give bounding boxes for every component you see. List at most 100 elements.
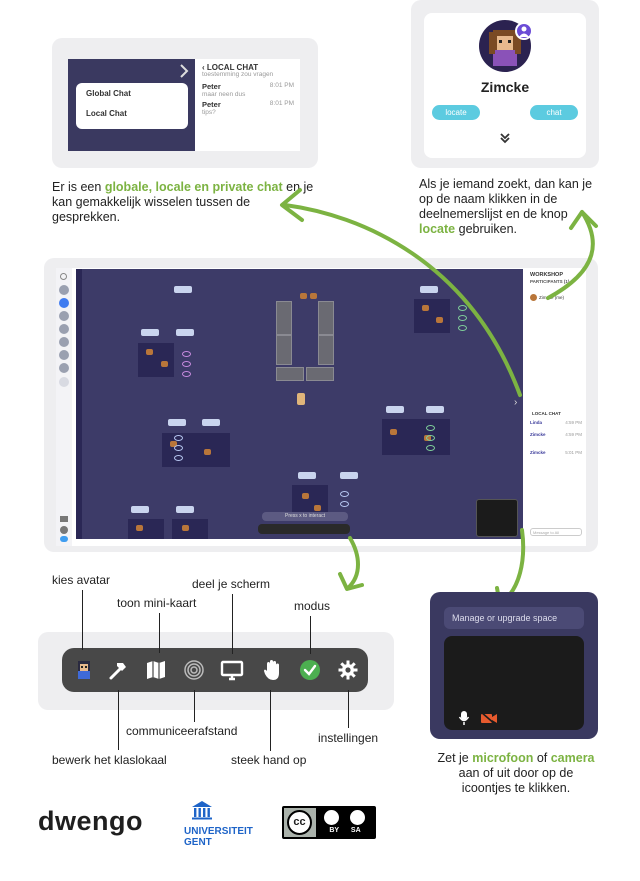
chat-message: Peter 8:01 PM maar neen dus bbox=[202, 82, 298, 98]
chevron-right-icon[interactable] bbox=[178, 63, 190, 84]
chat-author: Zimcke bbox=[530, 432, 546, 437]
arrow-head bbox=[338, 572, 364, 591]
chat-message-input[interactable]: Message to All bbox=[530, 528, 582, 536]
chair bbox=[182, 525, 189, 531]
message-author: Peter bbox=[202, 82, 221, 91]
nav-bubble[interactable] bbox=[59, 311, 69, 321]
name-tag bbox=[176, 329, 194, 336]
nav-bubble-active[interactable] bbox=[59, 298, 69, 308]
by-icon bbox=[324, 810, 339, 825]
spot-marker bbox=[426, 435, 435, 441]
desk bbox=[128, 519, 164, 539]
spot-marker bbox=[426, 445, 435, 451]
nav-bubble[interactable] bbox=[59, 285, 69, 295]
avatar-icon[interactable] bbox=[70, 656, 98, 684]
caption-highlight: globale, locale en private chat bbox=[104, 180, 283, 194]
conference-table bbox=[276, 301, 292, 335]
distance-rings-icon[interactable] bbox=[180, 656, 208, 684]
raise-hand-icon[interactable] bbox=[258, 656, 286, 684]
chair bbox=[436, 317, 443, 323]
sa-icon bbox=[350, 810, 365, 825]
chair bbox=[422, 305, 429, 311]
camera-off-icon[interactable] bbox=[480, 711, 498, 730]
camera-caption: Zet je microfoon of camera aan of uit do… bbox=[436, 751, 596, 796]
nav-bubble[interactable] bbox=[59, 324, 69, 334]
mode-check-icon[interactable] bbox=[296, 656, 324, 684]
name-tag bbox=[174, 286, 192, 293]
participants-label: PARTICIPANTS (1) bbox=[530, 279, 570, 284]
participant-avatar[interactable] bbox=[530, 294, 537, 301]
spot-marker bbox=[174, 435, 183, 441]
video-preview bbox=[444, 636, 584, 730]
player-avatar[interactable] bbox=[297, 393, 305, 405]
nav-bubble[interactable] bbox=[59, 337, 69, 347]
settings-gear-icon[interactable] bbox=[334, 656, 362, 684]
arrow-head bbox=[569, 210, 598, 230]
nav-bubble[interactable] bbox=[59, 350, 69, 360]
chevron-right-icon[interactable]: › bbox=[514, 397, 518, 408]
screen-share-icon[interactable] bbox=[218, 656, 246, 684]
help-icon[interactable] bbox=[60, 526, 68, 534]
chat-message: Peter 8:01 PM tips? bbox=[202, 100, 298, 116]
message-text: maar neen dus bbox=[202, 91, 246, 98]
message-author: Peter bbox=[202, 100, 221, 109]
locate-button[interactable]: locate bbox=[432, 105, 480, 120]
spot-marker bbox=[182, 351, 191, 357]
message-text: tips? bbox=[202, 109, 216, 116]
cc-label: BY SA bbox=[329, 827, 361, 834]
game-map[interactable]: Press x to interact › bbox=[76, 269, 523, 539]
twitter-icon[interactable] bbox=[60, 536, 68, 542]
mini-toolbar[interactable] bbox=[258, 524, 350, 534]
chat-type-menu: Global Chat Local Chat bbox=[76, 83, 188, 129]
arrow-head bbox=[280, 188, 304, 222]
chat-screenshot: Global Chat Local Chat ‹ LOCAL CHAT toes… bbox=[68, 59, 300, 151]
add-space-icon[interactable] bbox=[59, 377, 69, 387]
calendar-icon[interactable] bbox=[60, 516, 68, 522]
chat-entry: Linda 4:59 PM bbox=[530, 420, 582, 425]
leader-line bbox=[310, 616, 311, 654]
spot-marker bbox=[182, 361, 191, 367]
chat-time: 4:59 PM bbox=[565, 432, 582, 437]
menu-item-global-chat[interactable]: Global Chat bbox=[86, 89, 131, 98]
caption-highlight: microfoon bbox=[472, 751, 534, 765]
search-icon[interactable] bbox=[60, 273, 67, 280]
caption-highlight: camera bbox=[550, 751, 595, 765]
local-chat-panel: ‹ LOCAL CHAT toestemming zou vragen Pete… bbox=[196, 59, 300, 151]
name-tag bbox=[386, 406, 404, 413]
ugent-building-icon bbox=[192, 801, 212, 820]
arrow-to-chat bbox=[283, 203, 522, 397]
hammer-icon[interactable] bbox=[104, 656, 132, 684]
chat-button[interactable]: chat bbox=[530, 105, 578, 120]
chair bbox=[204, 449, 211, 455]
profile-name: Zimcke bbox=[480, 79, 530, 95]
label-instellingen: instellingen bbox=[318, 731, 379, 745]
label-deel-je-scherm: deel je scherm bbox=[192, 577, 271, 591]
name-tag bbox=[298, 472, 316, 479]
spot-marker bbox=[182, 371, 191, 377]
menu-item-local-chat[interactable]: Local Chat bbox=[86, 109, 127, 118]
chevron-left-icon[interactable]: ‹ bbox=[202, 63, 205, 72]
map-icon[interactable] bbox=[142, 656, 170, 684]
label-kies-avatar: kies avatar bbox=[52, 573, 111, 587]
dwengo-wordmark: dwengo bbox=[38, 806, 143, 836]
chair bbox=[302, 493, 309, 499]
microphone-icon[interactable] bbox=[458, 710, 470, 731]
leader-line bbox=[82, 590, 83, 650]
double-chevron-down-icon[interactable] bbox=[499, 131, 511, 149]
leader-line bbox=[232, 594, 233, 654]
camera-card: Manage or upgrade space bbox=[430, 592, 598, 739]
spot-marker bbox=[340, 501, 349, 507]
map-wall bbox=[76, 269, 82, 539]
manage-space-button[interactable]: Manage or upgrade space bbox=[444, 607, 584, 629]
conference-table bbox=[318, 335, 334, 365]
local-chat-label: LOCAL CHAT bbox=[532, 411, 561, 416]
chat-author: Zimcke bbox=[530, 450, 546, 455]
name-tag bbox=[426, 406, 444, 413]
cc-license-badge: cc BY SA bbox=[282, 806, 376, 839]
message-time: 8:01 PM bbox=[269, 100, 294, 107]
nav-bubble[interactable] bbox=[59, 363, 69, 373]
video-preview bbox=[476, 499, 518, 537]
dwengo-logo: dwengo bbox=[38, 806, 143, 837]
label-bewerk-het-klaslokaal: bewerk het klaslokaal bbox=[52, 753, 167, 767]
